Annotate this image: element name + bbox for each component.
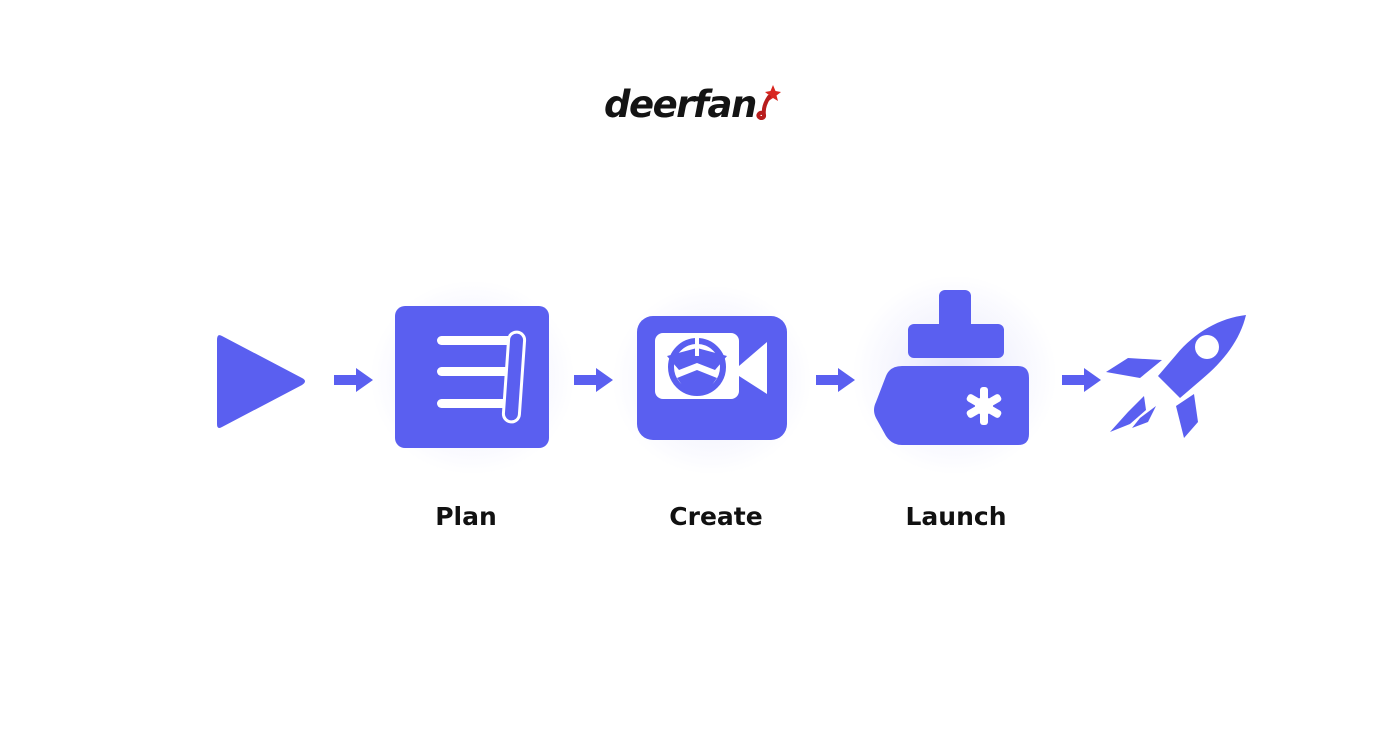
step-label-create: Create [669, 502, 763, 531]
video-camera-icon [637, 316, 787, 440]
arrow-right-icon [574, 368, 613, 392]
rocket-spark-icon [756, 85, 781, 120]
brand-logo: deerfan [604, 78, 782, 130]
step-label-launch: Launch [905, 502, 1007, 531]
arrow-right-icon [1062, 368, 1101, 392]
arrow-right-icon [816, 368, 855, 392]
ship-icon [874, 290, 1029, 445]
logo-text: deerfan [604, 82, 757, 126]
step-label-plan: Plan [435, 502, 497, 531]
play-icon [217, 335, 305, 428]
arrow-right-icon [334, 368, 373, 392]
document-list-icon [395, 306, 549, 448]
rocket-icon [1106, 315, 1246, 438]
